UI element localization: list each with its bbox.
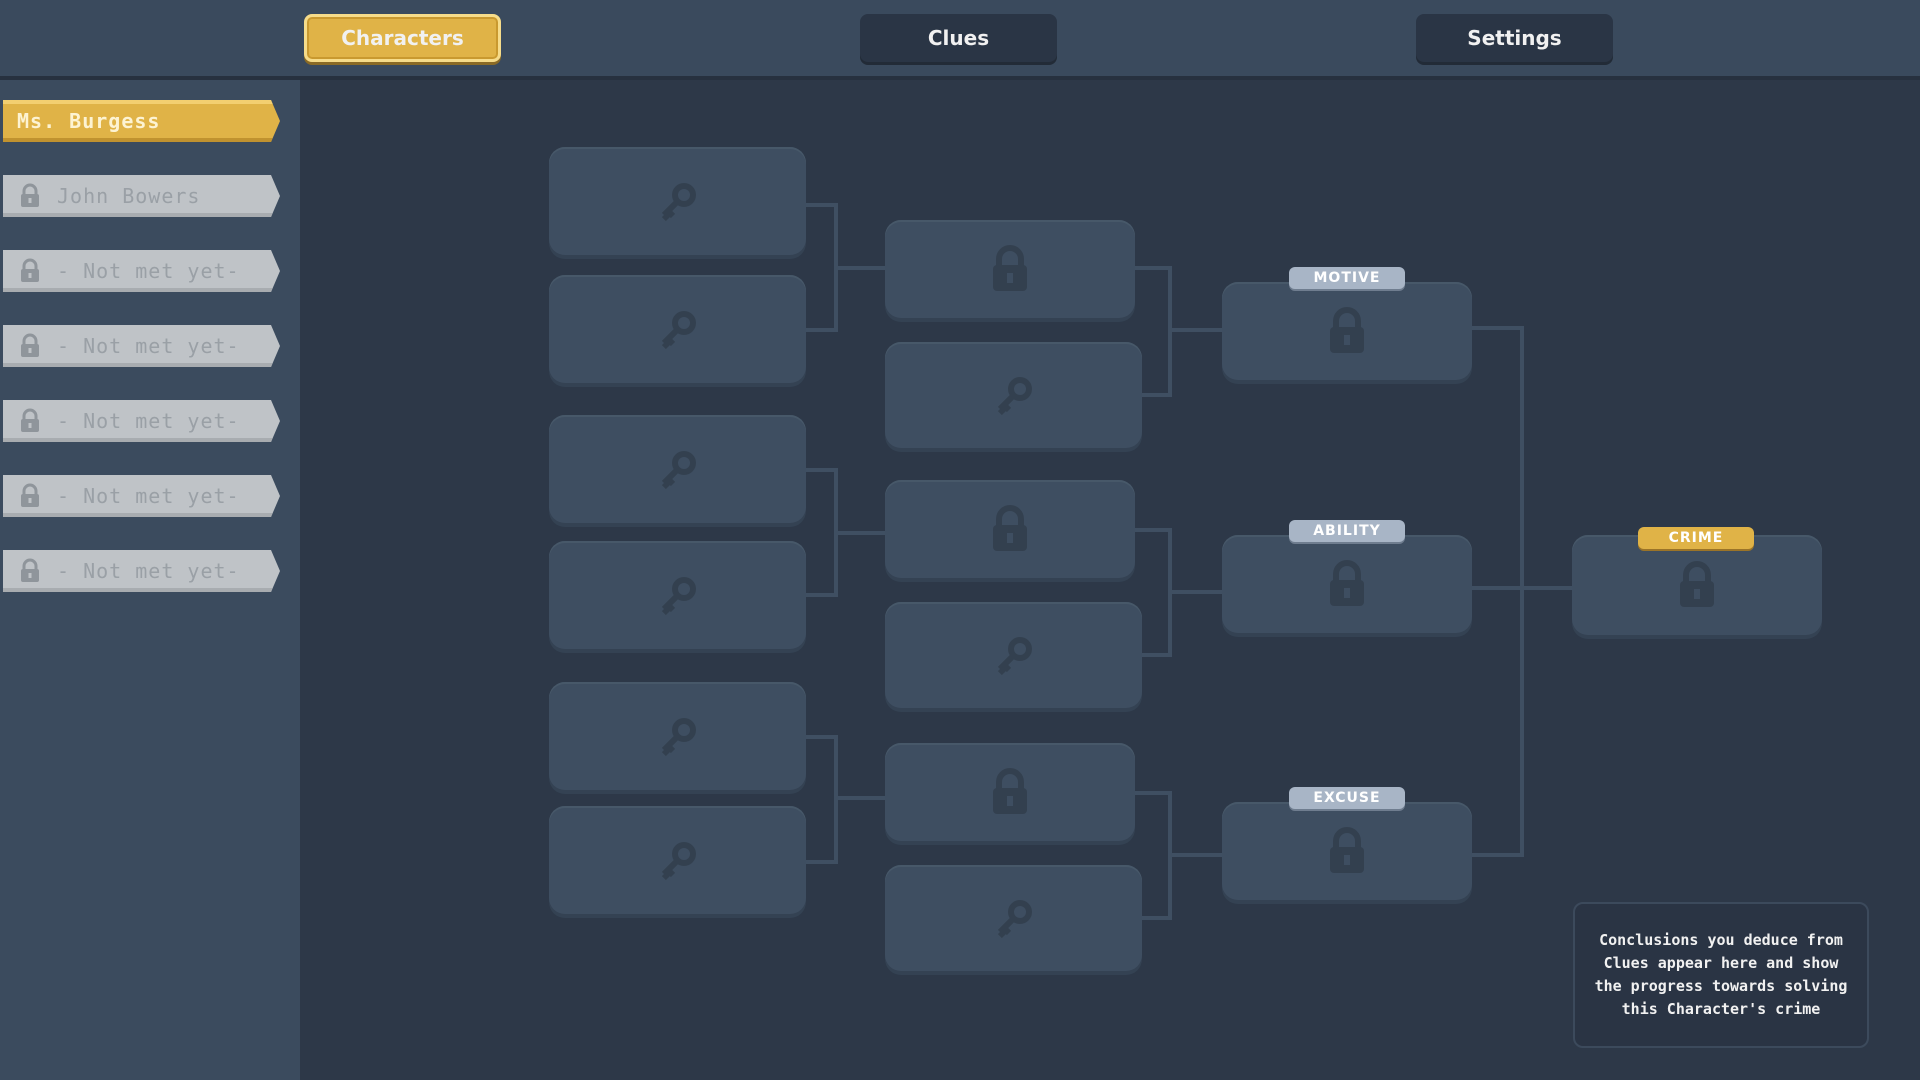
clue-slot[interactable] bbox=[549, 147, 806, 255]
key-icon bbox=[661, 577, 696, 616]
key-icon bbox=[661, 842, 696, 881]
crime-slot[interactable] bbox=[1572, 535, 1822, 635]
key-icon bbox=[661, 451, 696, 490]
character-item-locked[interactable]: - Not met yet- bbox=[3, 475, 280, 517]
lock-icon bbox=[21, 183, 39, 207]
character-name: Ms. Burgess bbox=[17, 109, 161, 133]
lock-icon bbox=[1330, 560, 1364, 606]
character-name: John Bowers bbox=[57, 184, 201, 208]
clue-slot[interactable] bbox=[549, 682, 806, 790]
excuse-slot[interactable] bbox=[1222, 802, 1472, 900]
clue-slot[interactable] bbox=[549, 806, 806, 914]
key-icon bbox=[661, 718, 696, 757]
character-item-john-bowers[interactable]: John Bowers bbox=[3, 175, 280, 217]
lock-icon bbox=[21, 258, 39, 282]
deduction-slot-locked[interactable] bbox=[885, 743, 1135, 841]
lock-icon bbox=[21, 558, 39, 582]
lock-icon bbox=[993, 768, 1027, 814]
key-icon bbox=[661, 311, 696, 350]
character-item-locked[interactable]: - Not met yet- bbox=[3, 325, 280, 367]
ability-label: ABILITY bbox=[1289, 520, 1405, 542]
character-name: - Not met yet- bbox=[57, 259, 240, 283]
character-name: - Not met yet- bbox=[57, 409, 240, 433]
character-sidebar: Ms. Burgess John Bowers - Not met yet- -… bbox=[0, 80, 300, 1080]
hint-text: Conclusions you deduce from Clues appear… bbox=[1594, 931, 1848, 1018]
lock-icon bbox=[21, 333, 39, 357]
character-name: - Not met yet- bbox=[57, 559, 240, 583]
hint-box: Conclusions you deduce from Clues appear… bbox=[1573, 902, 1869, 1048]
key-icon bbox=[997, 637, 1032, 676]
lock-icon bbox=[1680, 561, 1714, 607]
key-icon bbox=[661, 183, 696, 222]
character-item-locked[interactable]: - Not met yet- bbox=[3, 400, 280, 442]
clue-slot[interactable] bbox=[549, 415, 806, 523]
key-icon bbox=[997, 900, 1032, 939]
ability-slot[interactable] bbox=[1222, 535, 1472, 633]
clue-slot[interactable] bbox=[885, 602, 1142, 708]
lock-icon bbox=[21, 408, 39, 432]
clue-slot[interactable] bbox=[885, 865, 1142, 971]
character-item-locked[interactable]: - Not met yet- bbox=[3, 550, 280, 592]
excuse-label: EXCUSE bbox=[1289, 787, 1405, 809]
top-bar: Characters Clues Settings bbox=[0, 0, 1920, 80]
motive-slot[interactable] bbox=[1222, 282, 1472, 380]
key-icon bbox=[997, 377, 1032, 416]
character-item-locked[interactable]: - Not met yet- bbox=[3, 250, 280, 292]
clue-slot[interactable] bbox=[549, 541, 806, 649]
lock-icon bbox=[993, 505, 1027, 551]
character-name: - Not met yet- bbox=[57, 484, 240, 508]
tab-clues[interactable]: Clues bbox=[860, 14, 1057, 62]
clue-slot[interactable] bbox=[549, 275, 806, 383]
crime-label: CRIME bbox=[1638, 527, 1754, 549]
clue-slot[interactable] bbox=[885, 342, 1142, 448]
motive-label: MOTIVE bbox=[1289, 267, 1405, 289]
lock-icon bbox=[1330, 307, 1364, 353]
tab-settings[interactable]: Settings bbox=[1416, 14, 1613, 62]
tab-characters[interactable]: Characters bbox=[304, 14, 501, 62]
character-name: - Not met yet- bbox=[57, 334, 240, 358]
lock-icon bbox=[1330, 827, 1364, 873]
lock-icon bbox=[21, 483, 39, 507]
deduction-slot-locked[interactable] bbox=[885, 220, 1135, 318]
character-item-ms-burgess[interactable]: Ms. Burgess bbox=[3, 100, 280, 142]
deduction-slot-locked[interactable] bbox=[885, 480, 1135, 578]
lock-icon bbox=[993, 245, 1027, 291]
